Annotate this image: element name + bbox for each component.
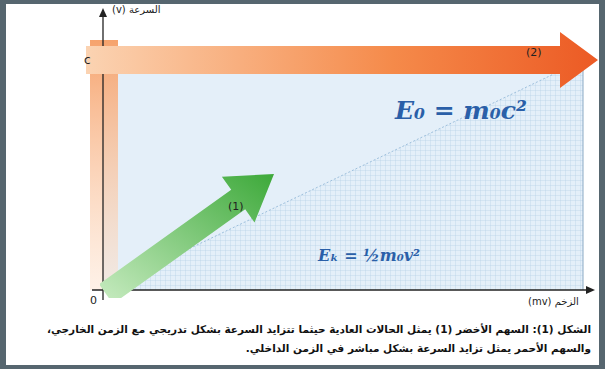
- kinetic-energy-formula: Eₖ = ½m₀v²: [318, 246, 420, 265]
- direct-arrow: (2): [86, 30, 600, 90]
- x-axis: [92, 289, 588, 290]
- green-arrow-body: [100, 174, 274, 298]
- gradual-arrow: (1): [100, 168, 280, 298]
- orange-arrow-body: [86, 32, 598, 88]
- axis-label: الزخم (mv): [528, 296, 579, 307]
- region-edge: [583, 60, 584, 290]
- y-axis-head: [99, 8, 107, 17]
- axis-label: السرعة (v): [112, 4, 161, 15]
- axis-value: c: [84, 53, 91, 67]
- axis-origin: 0: [90, 294, 97, 307]
- orange-band: [90, 40, 118, 290]
- rest-energy-formula: E₀ = m₀c²: [395, 96, 527, 125]
- arrow-number: (1): [228, 200, 244, 213]
- figure-caption: الشكل (1): السهم الأخضر (1) يمثل الحالات…: [14, 320, 591, 358]
- green-arrow-shape: [100, 168, 280, 298]
- arrow-number: (2): [526, 46, 542, 59]
- x-axis-head: [586, 286, 595, 294]
- orange-arrow-shape: [86, 30, 600, 90]
